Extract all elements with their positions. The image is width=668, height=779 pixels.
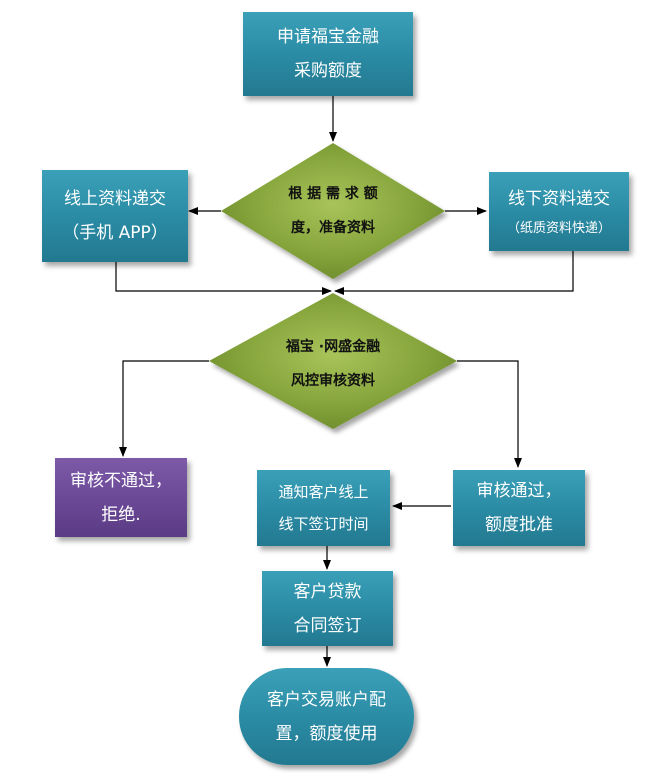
node-notify-signing-line1: 通知客户线上 <box>278 483 369 501</box>
node-offline-submit-line2: （纸质资料快递） <box>506 220 611 236</box>
node-apply-quota-line1: 申请福宝金融 <box>277 27 379 47</box>
decision-risk-line2: 风控审核资料 <box>291 373 375 389</box>
node-approved: 审核通过， 额度批准 <box>453 470 585 546</box>
node-offline-submit: 线下资料递交 （纸质资料快递） <box>489 172 629 251</box>
line-online-merge <box>115 262 332 295</box>
node-rejected-line2: 拒绝. <box>101 504 141 525</box>
node-approved-line2: 额度批准 <box>485 515 553 535</box>
decision-risk-line1: 福宝 ·网盛金融 <box>285 339 381 355</box>
node-rejected: 审核不通过， 拒绝. <box>55 458 187 537</box>
node-offline-submit-line1: 线下资料递交 <box>508 188 610 209</box>
decision-quota-line2: 度，准备资料 <box>291 220 375 236</box>
node-account-configure-line2: 置，额度使用 <box>275 723 378 744</box>
node-online-submit-line2: （手机 APP） <box>62 223 168 243</box>
node-contract-signing-line2: 合同签订 <box>293 615 362 636</box>
line-offline-merge <box>334 251 574 295</box>
node-apply-quota-line2: 采购额度 <box>294 61 362 81</box>
node-account-configure: 客户交易账户配 置，额度使用 <box>239 668 414 765</box>
decision-diamond-risk <box>209 293 457 429</box>
node-notify-signing: 通知客户线上 线下签订时间 <box>257 470 390 546</box>
node-approved-line1: 审核通过， <box>476 481 562 501</box>
node-contract-signing: 客户贷款 合同签订 <box>262 571 393 646</box>
node-contract-signing-line1: 客户贷款 <box>293 581 362 602</box>
node-notify-signing-line2: 线下签订时间 <box>278 515 369 533</box>
node-apply-quota: 申请福宝金融 采购额度 <box>243 12 413 96</box>
node-rejected-line1: 审核不通过， <box>70 470 172 491</box>
arrow-risk-to-approved <box>457 360 522 468</box>
decision-quota-line1: 根 据 需 求 额 <box>288 186 378 202</box>
node-account-configure-line1: 客户交易账户配 <box>267 689 386 710</box>
decision-quota-text: 根 据 需 求 额 度，准备资料 <box>263 177 403 245</box>
arrow-risk-to-rejected <box>119 360 209 457</box>
node-online-submit: 线上资料递交 （手机 APP） <box>42 170 188 262</box>
decision-risk-text: 福宝 ·网盛金融 风控审核资料 <box>258 330 408 398</box>
node-online-submit-line1: 线上资料递交 <box>64 189 166 209</box>
decision-diamond-quota <box>221 143 445 279</box>
